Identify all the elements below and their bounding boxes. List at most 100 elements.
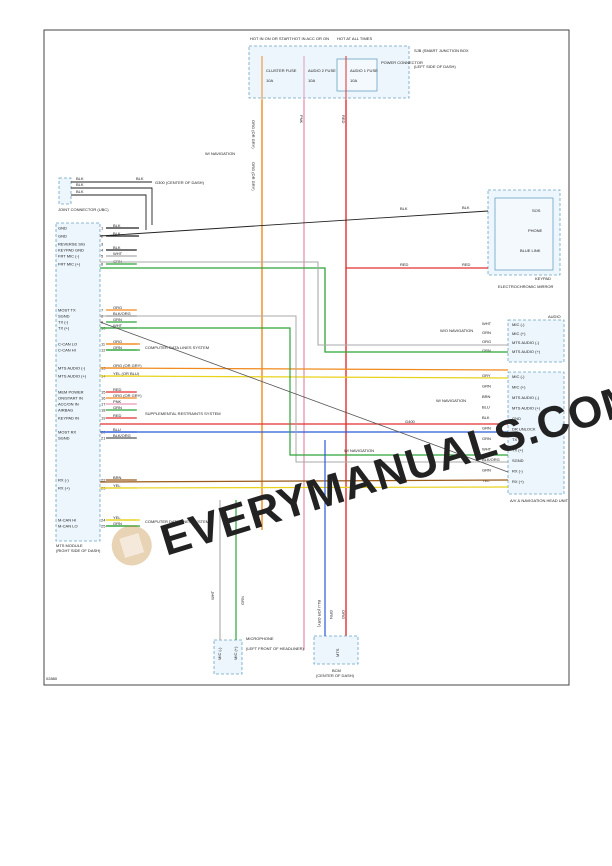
avn-pin-label: TX (-) [512,437,523,442]
avn-wire-label: GRN [482,426,491,431]
mts-wire-label: YEL [113,515,121,520]
bcm-loc: (CENTER OF DASH) [316,673,355,678]
svg-text:BLK: BLK [136,176,144,181]
svg-text:AUDIO 2 FUSE: AUDIO 2 FUSE [308,68,336,73]
mts-pin-number: 19 [101,416,106,421]
mts-pin-label: SGND [58,314,70,319]
mts-pin-label: FRT MIC (-) [58,254,80,259]
mts-wire-label: RED [113,387,122,392]
mts-pin-label: GND [58,226,67,231]
mts-pin-number: 16 [101,396,106,401]
microphone-box [213,639,243,675]
mts-pin-label: TX (-) [58,320,69,325]
mts-pin-number: 12 [101,348,106,353]
audio-wire-label: WHT [482,321,492,326]
audio-name: AUDIO [548,314,561,319]
bcm-pin: MTS [335,648,340,657]
diagram-code: 02880 [46,676,58,681]
mts-wire-label: ORG (OR GRY) [113,363,142,368]
svg-text:10A: 10A [350,78,357,83]
fuse-header-2: HOT IN ACC OR ON [292,36,329,41]
mic-wire-grn: GRN [240,596,245,605]
avn-name-1: A/V & NAVIGATION HEAD UNIT [510,498,569,503]
org-gry-label: ORG (OR GRY) [251,162,256,191]
keypad-wire-blk-1: BLK [400,206,408,211]
audio-pin-label: MTS AUDIO (-) [512,340,540,345]
mts-wire-label: ORG (OR GRY) [113,393,142,398]
avn-ground: G400 [405,419,416,424]
mic-wire-wht: WHT [210,590,215,600]
audio-wire-label: GRN [482,348,491,353]
wire-label-pnk: PNK [299,115,304,124]
mts-wire-label: PNK [113,399,122,404]
mts-pin-number: 22 [101,478,106,483]
keypad-wire-red-1: RED [400,262,409,267]
mts-pin-label: SGND [58,436,70,441]
bcm-box [313,635,359,665]
mts-wire-label: GRN [113,317,122,322]
power-connector-label: POWER CONNECTOR [381,60,423,65]
avn-pin-label: DR UNLOCK [512,427,536,432]
mts-pin-label: MTS AUDIO (-) [58,366,86,371]
avn-box [507,371,565,495]
mts-pin-label: ACC/ON IN [58,402,79,407]
mts-pin-number: 17 [101,402,106,407]
mts-pin-label: C-CAN HI [58,348,76,353]
svg-text:BLK: BLK [76,182,84,187]
wire-label-red: RED [341,115,346,124]
mts-module-box [55,222,101,542]
audio-box [507,319,565,363]
mts-pin-label: REVERSE SIG [58,242,85,247]
fuse-audio2: AUDIO 2 FUSE 10A [303,56,336,100]
mts-pin-number: 7 [101,308,104,313]
avn-pin-label: MTS AUDIO (-) [512,395,540,400]
mts-pin-number: 9 [101,320,104,325]
mts-wire-label: BLK [113,223,121,228]
mts-wire-label: GRN [113,345,122,350]
svg-text:AUDIO 1 FUSE: AUDIO 1 FUSE [350,68,378,73]
avn-wire-label: GRN [482,436,491,441]
bcm-wire-org: ORG [341,610,346,619]
bcm-wire-grn: GRN [329,610,334,619]
avn-pin-label: SGND [512,458,524,463]
avn-wire-label: BLK [482,415,490,420]
svg-text:10A: 10A [308,78,315,83]
avn-pin-label: RX (-) [512,469,523,474]
fuse-cluster: CLUSTER FUSE 10A [261,56,297,100]
sjb-name: SJB (SMART JUNCTION BOX [414,48,469,53]
power-connector-box [336,58,378,92]
mts-wire-label: BLK [113,245,121,250]
mts-wire-label: ORG [113,339,122,344]
mts-pin-label: M-CAN LO [58,524,78,529]
mts-pin-label: TX (+) [58,326,70,331]
sjb-box [248,45,410,99]
mts-pin-label: MTS AUDIO (+) [58,374,87,379]
avn-section: W/ NAVIGATION [436,398,466,403]
mts-pin-label: C-CAN LO [58,342,77,347]
fuse-header-3: HOT AT ALL TIMES [337,36,372,41]
mts-wire-label: WHT [113,251,123,256]
joint-wires: BLK BLK BLK BLK [71,176,153,230]
audio-wire-label: GRN [482,330,491,335]
data-links-label-1: COMPUTER DATA LINES SYSTEM [145,345,209,350]
avn-wire-label: GRY [482,373,491,378]
mts-pin-label: GND [58,234,67,239]
keypad-label: KEYPAD [535,276,551,281]
mts-pin-label: MOST RX [58,430,76,435]
mts-pin-number: 15 [101,390,106,395]
mts-pin-row: TX (-) 9 GRN [58,317,137,325]
audio-pin-label: MIC (+) [512,331,526,336]
mts-pin-number: 18 [101,408,106,413]
mts-wire-label: BRN [113,475,122,480]
svg-text:CLUSTER FUSE: CLUSTER FUSE [266,68,297,73]
